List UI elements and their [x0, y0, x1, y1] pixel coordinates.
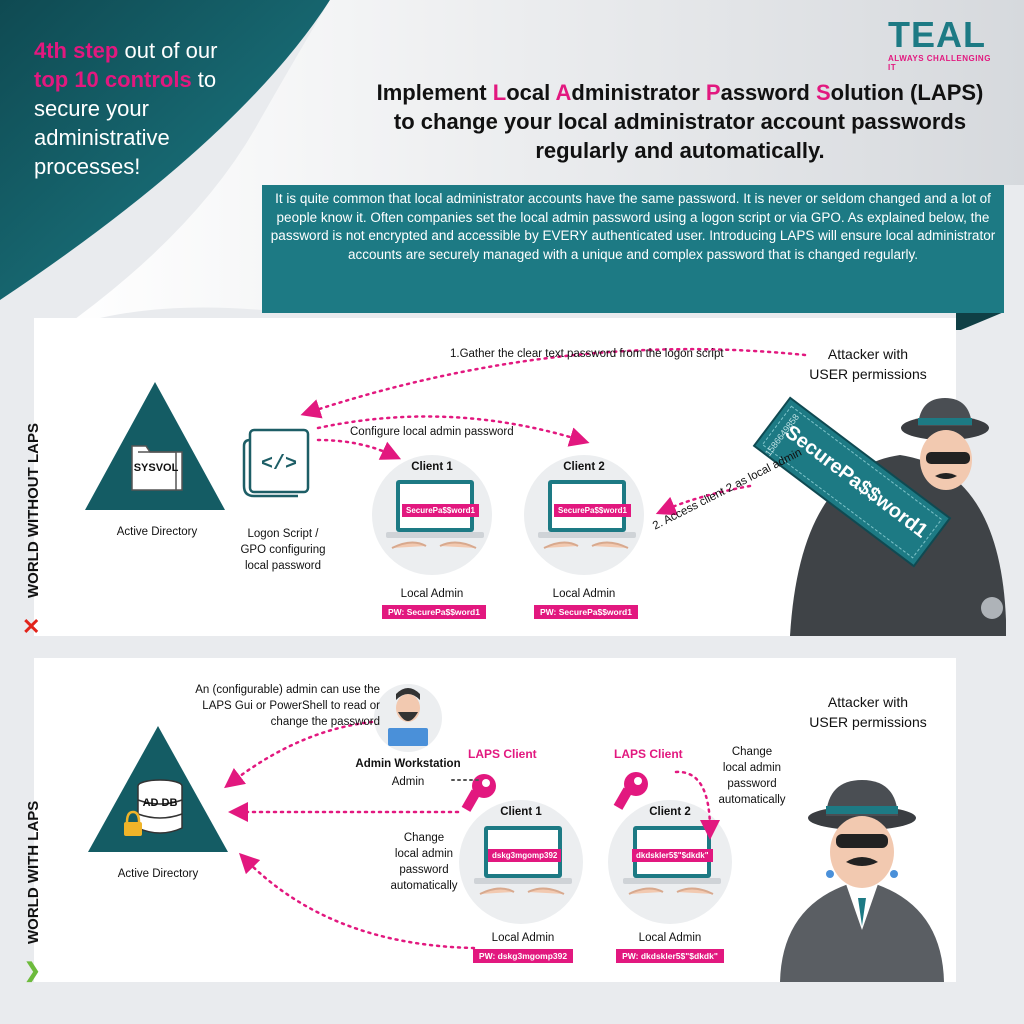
teal-logo: TEAL ALWAYS CHALLENGING IT — [888, 14, 1000, 73]
client-2-with-screen: dkdskler5$"$dkdk" — [632, 845, 713, 863]
client-2-with-name: Client 2 — [649, 806, 691, 818]
ad-label-with: Active Directory — [117, 868, 199, 880]
client-1-without-role: Local Admin — [400, 588, 464, 600]
admin-workstation-sub: Admin — [391, 776, 425, 788]
client-1-without-screen: SecurePa$$word1 — [402, 500, 479, 518]
gather-label: 1.Gather the clear text password from th… — [450, 348, 724, 360]
client-1-with-screen: dskg3mgomp392 — [488, 845, 562, 863]
client-1-with-pw-wrap: PW: dskg3mgomp392 — [466, 946, 580, 964]
promo-text: 4th step out of our top 10 controls to s… — [34, 38, 218, 179]
intro-box — [262, 185, 1004, 313]
check-icon: ❯ — [24, 960, 41, 982]
client-1-without-name: Client 1 — [411, 461, 453, 473]
ad-triangle-without — [85, 382, 225, 510]
ad-label-without: Active Directory — [116, 526, 198, 538]
client-1-with-pw: PW: dskg3mgomp392 — [472, 949, 574, 963]
laps-client-2-label: LAPS Client — [614, 747, 683, 761]
title-line-3: regularly and automatically. — [535, 138, 825, 163]
ad-db-label: AD DB — [142, 797, 178, 809]
client-2-without-name: Client 2 — [563, 461, 605, 473]
client-1-without-pw: PW: SecurePa$$word1 — [382, 605, 486, 619]
title-line-1: Implement Local Administrator Password S… — [376, 80, 984, 105]
logo-word: TEAL — [888, 14, 986, 55]
client-2-without-screen: SecurePa$$word1 — [554, 500, 631, 518]
client-2-with-screen-pw: dkdskler5$"$dkdk" — [632, 849, 713, 862]
client-1-without-pw-wrap: PW: SecurePa$$word1 — [382, 602, 486, 620]
header-background — [0, 0, 1024, 330]
client-2-without-role: Local Admin — [552, 588, 616, 600]
title-line-2: to change your local administrator accou… — [393, 109, 967, 134]
script-icon: </> — [242, 428, 310, 498]
client-1-with-role: Local Admin — [491, 932, 555, 944]
attacker-with-graphic — [780, 780, 944, 982]
client-2-without-pw-wrap: PW: SecurePa$$word1 — [534, 602, 638, 620]
client-1-with-screen-pw: dskg3mgomp392 — [488, 849, 562, 862]
client-2-with-pw-wrap: PW: dkdskler5$"$dkdk" — [606, 946, 734, 964]
key-icon — [613, 772, 648, 810]
admin-workstation-graphic — [374, 684, 442, 752]
client-1-with-name: Client 1 — [500, 806, 542, 818]
ad-triangle-with — [88, 726, 228, 852]
configure-label: Configure local admin password — [350, 426, 514, 438]
password-ticket — [752, 396, 952, 568]
laps-client-1-label: LAPS Client — [468, 747, 537, 761]
sysvol-label: SYSVOL — [133, 462, 179, 474]
logo-tagline: ALWAYS CHALLENGING IT — [888, 54, 991, 72]
client-2-with-pw: PW: dkdskler5$"$dkdk" — [616, 949, 724, 963]
svg-text:</>: </> — [261, 453, 297, 476]
cross-icon: ✕ — [22, 614, 41, 639]
client-2-without-screen-pw: SecurePa$$word1 — [554, 504, 631, 517]
admin-workstation-title: Admin Workstation — [355, 758, 461, 770]
client-1-without-screen-pw: SecurePa$$word1 — [402, 504, 479, 517]
client-2-with-role: Local Admin — [638, 932, 702, 944]
intro-text: It is quite common that local administra… — [270, 191, 996, 262]
page-title: Implement Local Administrator Password S… — [340, 78, 1020, 165]
client-2-without-pw: PW: SecurePa$$word1 — [534, 605, 638, 619]
